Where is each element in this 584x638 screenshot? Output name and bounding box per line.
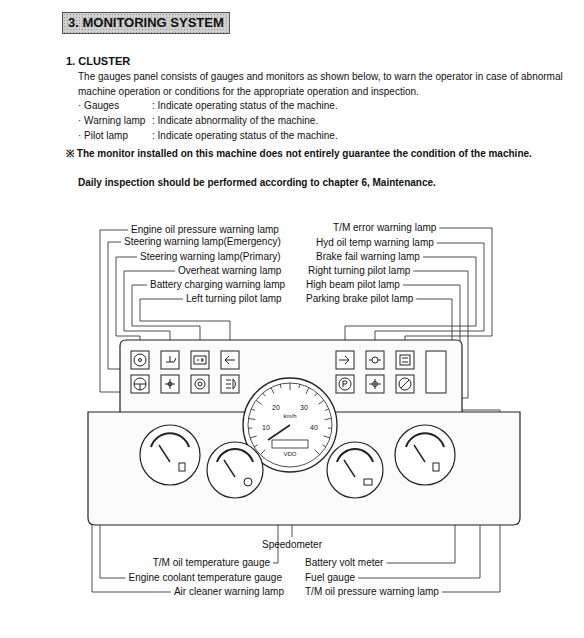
callout-label: Steering warning lamp(Primary) xyxy=(140,251,281,263)
sub-heading: 1. CLUSTER xyxy=(66,55,130,67)
list-term: · Pilot lamp xyxy=(78,130,128,142)
callout-label: Engine coolant temperature gauge xyxy=(129,572,282,584)
body-text: The gauges panel consists of gauges and … xyxy=(78,69,578,99)
speedometer-rim xyxy=(248,383,332,467)
note-text: ※ The monitor installed on this machine … xyxy=(66,146,576,161)
dial-tick xyxy=(318,400,324,404)
dial-unit: km/h xyxy=(283,413,296,420)
dial-tick xyxy=(260,450,265,455)
dial-tick xyxy=(263,393,266,396)
callout-label: Parking brake pilot lamp xyxy=(306,293,413,305)
list-text: : Indicate operating status of the machi… xyxy=(152,100,338,112)
gauge-icons xyxy=(179,463,439,486)
dial-tick xyxy=(298,384,300,388)
dial-tick xyxy=(251,409,255,411)
list-text: : Indicate operating status of the machi… xyxy=(152,130,338,142)
dial-tick xyxy=(323,436,330,438)
dial-number: 20 xyxy=(272,404,280,412)
speedometer-ticks xyxy=(248,383,332,455)
gauge-scales xyxy=(151,433,444,462)
dial-brand: VDO xyxy=(283,451,296,458)
dial-tick xyxy=(254,445,257,447)
callout-label: Hyd oil temp warning lamp xyxy=(316,237,434,249)
callout-label: Battery volt meter xyxy=(305,557,383,569)
callout-label: Right turning pilot lamp xyxy=(308,265,410,277)
speedometer-needle xyxy=(268,425,290,440)
dial-number: 40 xyxy=(310,424,318,432)
callout-label: Left turning pilot lamp xyxy=(186,293,282,305)
dial-tick xyxy=(290,383,291,390)
callout-label: T/M oil temperature gauge xyxy=(153,557,270,569)
dial-tick xyxy=(256,400,262,404)
dial-tick xyxy=(325,418,332,419)
dial-tick xyxy=(271,388,274,394)
callout-label: Brake fail warning lamp xyxy=(316,251,420,263)
callout-label: T/M error warning lamp xyxy=(333,222,436,234)
dial-number: 30 xyxy=(300,404,308,412)
dial-tick xyxy=(328,427,332,428)
callout-label: Fuel gauge xyxy=(305,572,355,584)
dial-tick xyxy=(249,418,256,419)
dial-tick xyxy=(280,384,282,388)
callout-label: Engine oil pressure warning lamp xyxy=(131,224,279,236)
dial-number: 10 xyxy=(262,424,270,432)
dial-tick xyxy=(306,388,309,394)
section-heading: 3. MONITORING SYSTEM xyxy=(62,12,230,34)
dial-tick xyxy=(322,445,325,447)
leader-lines xyxy=(92,228,500,592)
dial-tick xyxy=(315,393,318,396)
list-text: : Indicate abnormality of the machine. xyxy=(152,115,318,127)
gauges xyxy=(140,425,455,498)
callout-label: Battery charging warning lamp xyxy=(150,279,285,291)
callout-label: Overheat warning lamp xyxy=(178,265,281,277)
dial-tick xyxy=(315,450,320,455)
gauge-needles xyxy=(159,445,425,477)
callout-label: Speedometer xyxy=(262,539,322,551)
list-term: · Gauges xyxy=(78,100,119,112)
list-term: · Warning lamp xyxy=(78,115,145,127)
callout-label: Steering warning lamp(Emergency) xyxy=(124,236,281,248)
dial-tick xyxy=(248,427,252,428)
callout-label: T/M oil pressure warning lamp xyxy=(305,586,439,598)
dial-tick xyxy=(325,409,329,411)
callout-label: Air cleaner warning lamp xyxy=(174,586,284,598)
callout-label: High beam pilot lamp xyxy=(306,279,400,291)
note-text: Daily inspection should be performed acc… xyxy=(78,177,436,189)
odometer-window xyxy=(272,440,308,448)
dial-tick xyxy=(250,436,257,438)
